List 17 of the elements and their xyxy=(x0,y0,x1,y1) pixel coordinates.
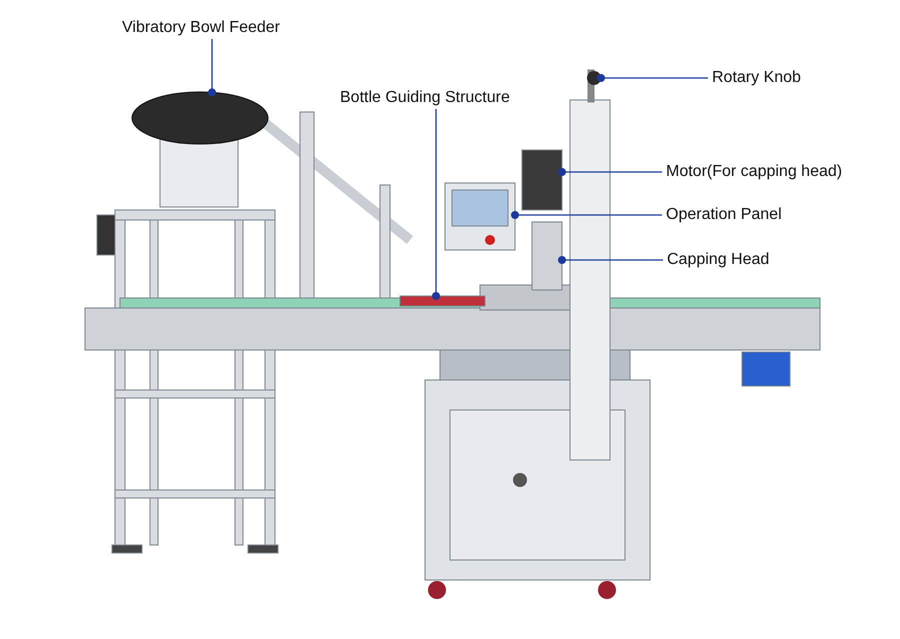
bowl-feeder xyxy=(132,92,268,208)
leader-line xyxy=(511,211,662,219)
leader-line xyxy=(432,109,440,300)
leader-line xyxy=(208,39,216,96)
callout-label: Vibratory Bowl Feeder xyxy=(122,18,280,38)
callout-label: Capping Head xyxy=(667,250,770,270)
control-panel xyxy=(444,182,516,250)
callout-label: Operation Panel xyxy=(666,205,782,225)
callout-label: Motor(For capping head) xyxy=(666,162,842,182)
motor xyxy=(522,150,562,210)
callout-label: Rotary Knob xyxy=(712,68,801,88)
leader-line xyxy=(558,168,662,176)
leader-line xyxy=(597,74,708,82)
rotary-knob xyxy=(587,71,601,85)
callout-label: Bottle Guiding Structure xyxy=(340,88,510,108)
leader-line xyxy=(558,256,663,264)
capping-head xyxy=(532,222,562,290)
